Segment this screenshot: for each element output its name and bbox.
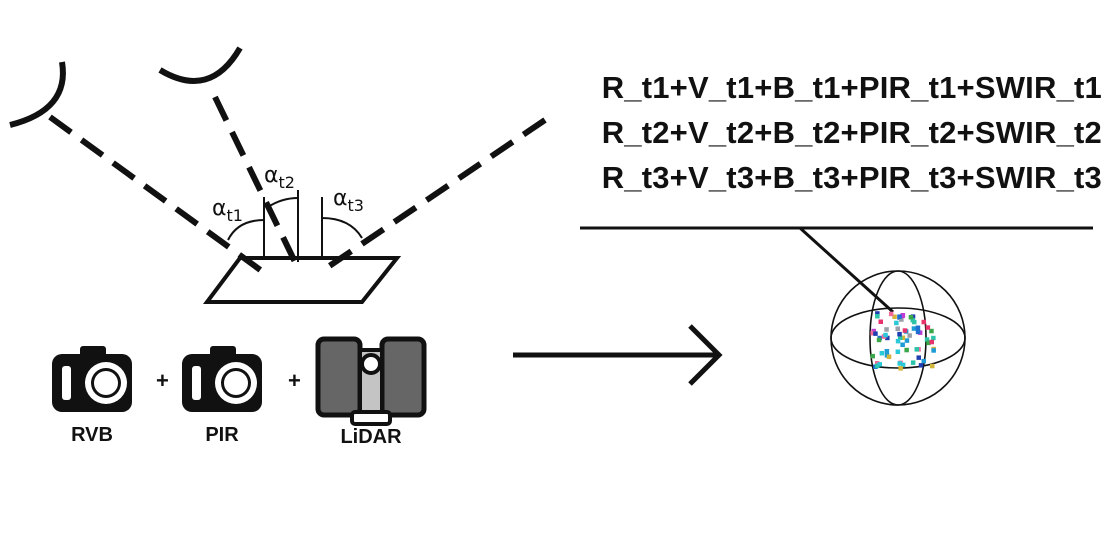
plus-sign: + (288, 368, 301, 393)
plus-sign: + (156, 368, 169, 393)
point-cloud-dot (897, 314, 902, 319)
formula-line-t3: R_t3+V_t3+B_t3+PIR_t3+SWIR_t3 (601, 160, 1102, 195)
sensor-label-lidar: LiDAR (340, 426, 402, 448)
angle-arc-t3 (321, 217, 363, 239)
formula-line-t2: R_t2+V_t2+B_t2+PIR_t2+SWIR_t2 (601, 115, 1102, 150)
point-cloud-dot (929, 339, 934, 345)
point-cloud-dot (884, 349, 890, 354)
point-cloud-dot (912, 319, 917, 325)
point-cloud-dot (875, 314, 880, 319)
angle-arc-t2 (267, 197, 299, 208)
point-cloud-dot (898, 366, 903, 371)
sensor-label-pir: PIR (205, 424, 239, 446)
point-cloud-dot (879, 351, 885, 356)
point-cloud-dot (930, 363, 935, 369)
point-cloud-dot (931, 348, 936, 353)
point-cloud-dot (883, 332, 888, 338)
arrow-head (688, 324, 723, 386)
point-cloud-dot (926, 340, 931, 346)
point-cloud-dot (874, 363, 880, 369)
point-cloud-dot (921, 319, 926, 325)
point-cloud-dot (904, 338, 910, 343)
point-cloud-dot (911, 326, 917, 331)
point-cloud-dot (885, 335, 890, 341)
point-cloud-dot (895, 349, 901, 354)
point-cloud-dot (931, 335, 936, 341)
camera-icon (52, 346, 132, 412)
point-cloud-dot (915, 329, 921, 335)
point-cloud-dot (918, 363, 924, 368)
sun-arc-t2 (158, 46, 243, 84)
angle-label-t1: αt1 (212, 196, 243, 225)
point-cloud-dot (870, 353, 875, 359)
point-cloud-dot (929, 328, 934, 334)
ray-t3 (320, 117, 547, 274)
point-cloud-dot (870, 330, 875, 336)
point-cloud-dot (897, 361, 902, 366)
sun-arc-t1 (9, 61, 66, 128)
point-cloud (870, 311, 936, 371)
point-cloud-dot (875, 311, 880, 316)
ray-t1 (48, 114, 272, 280)
point-cloud-dot (895, 338, 901, 344)
point-cloud-dot (884, 327, 889, 332)
connector-line (798, 226, 895, 314)
angle-arc-t1 (227, 219, 265, 241)
point-cloud-dot (874, 361, 880, 366)
point-cloud-dot (873, 331, 878, 336)
point-cloud-dot (921, 358, 926, 364)
formula-line-t1: R_t1+V_t1+B_t1+PIR_t1+SWIR_t1 (601, 70, 1102, 105)
point-cloud-dot (894, 320, 899, 326)
point-cloud-dot (904, 347, 909, 353)
point-cloud-dot (908, 315, 914, 320)
point-cloud-dot (915, 325, 921, 330)
point-cloud-dot (897, 331, 902, 337)
point-cloud-dot (907, 333, 912, 338)
point-cloud-dot (897, 335, 903, 340)
lidar-scanner-icon (315, 336, 427, 426)
point-cloud-dot (876, 337, 882, 343)
ground-plot (203, 256, 402, 304)
point-cloud-dot (895, 326, 900, 331)
point-cloud-dot (892, 314, 897, 319)
point-cloud-dot (924, 337, 930, 342)
camera-icon (182, 346, 262, 412)
point-cloud-dot (886, 354, 892, 359)
point-cloud-dot (925, 325, 931, 330)
point-cloud-dot (878, 319, 883, 324)
point-cloud-dot (900, 342, 905, 347)
point-cloud-dot (916, 355, 921, 360)
point-cloud-dot (900, 362, 906, 368)
point-cloud-dot (888, 311, 894, 317)
point-cloud-dot (900, 335, 906, 340)
point-cloud-dot (910, 360, 916, 365)
point-cloud-dot (899, 317, 904, 322)
point-cloud-dot (877, 362, 882, 367)
point-cloud-dot (900, 313, 905, 319)
angle-label-t2: αt2 (264, 163, 295, 192)
ray-t2 (212, 95, 299, 266)
point-cloud-dot (902, 328, 908, 333)
angle-label-t3: αt3 (333, 186, 364, 215)
point-cloud-sphere-icon (830, 270, 966, 406)
sensor-label-rvb: RVB (71, 424, 113, 446)
point-cloud-dot (914, 347, 919, 352)
